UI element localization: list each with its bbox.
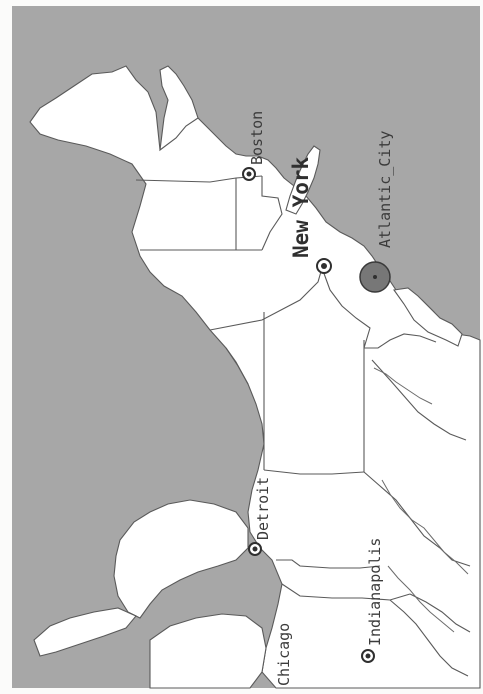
marker-detroit[interactable] (248, 542, 262, 556)
michigan-peninsula (113, 499, 249, 619)
state-border-oh-in (276, 559, 381, 569)
upper-peninsula (33, 607, 137, 657)
state-border-in-il (281, 583, 411, 601)
delmarva (393, 287, 463, 347)
marker-atlantic-city[interactable] (359, 261, 391, 293)
state-border-oh-pa-south (263, 469, 365, 475)
state-border-md-va (364, 333, 437, 349)
land-mass (29, 65, 481, 689)
cape-region (159, 65, 199, 152)
state-border-il-west (409, 593, 471, 633)
wabash-river (387, 565, 455, 633)
label-atlantic-city: Atlantic_City (376, 131, 394, 248)
state-border-ky (389, 599, 469, 677)
marker-indianapolis[interactable] (361, 649, 375, 663)
label-detroit: Detroit (254, 477, 272, 540)
state-border-wv (363, 471, 471, 567)
state-border-ny-west (225, 347, 249, 385)
long-island (285, 145, 321, 215)
marker-new-york[interactable] (316, 258, 332, 274)
potomac-river (373, 367, 433, 405)
state-border-ct-ny (261, 176, 283, 251)
state-border-va (371, 359, 467, 441)
marker-boston[interactable] (242, 167, 256, 181)
state-border-pa-nj (321, 267, 371, 349)
label-chicago: Chicago (275, 623, 293, 686)
label-new-york: New York (289, 156, 313, 258)
label-boston: Boston (248, 111, 266, 165)
state-border-ny-pa (209, 267, 323, 331)
ohio-river (381, 479, 469, 575)
label-indianapolis: Indianapolis (366, 538, 384, 646)
west-land (149, 613, 267, 689)
